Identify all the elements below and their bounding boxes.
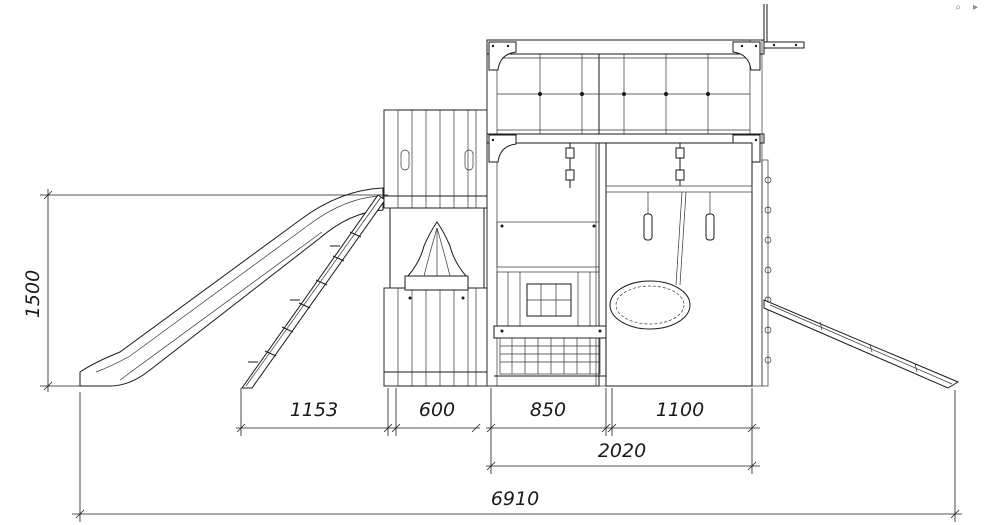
search-icon[interactable]: ⌕ [955,2,961,13]
left-tower [383,109,491,387]
swing-section [565,142,772,387]
dimension-swing-width-label: 1100 [656,399,704,421]
middle-section [486,39,608,387]
dimension-combined-width-label: 2020 [598,440,646,462]
chevron-right-icon[interactable]: ▸ [972,2,978,13]
slide [79,187,384,387]
dimension-stair-width-label: 1153 [290,399,338,421]
viewer-toolbar: ⌕ ▸ [955,2,978,13]
dimension-tower-width-label: 600 [419,399,455,421]
dimension-total-width-label: 6910 [491,488,539,510]
dimension-middle-width-label: 850 [530,399,566,421]
monkey-bars-frame [486,4,805,387]
climbing-ramp [763,299,960,389]
dimension-lines [40,189,962,522]
dimension-height-label: 1500 [22,270,44,318]
